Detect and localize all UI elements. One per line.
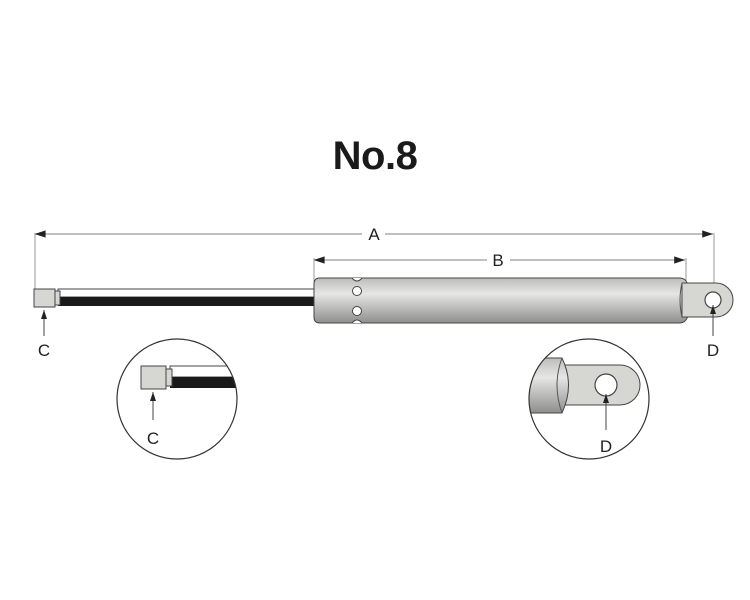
piston-rod — [53, 288, 317, 306]
model-title: No.8 — [332, 134, 418, 178]
cylinder-end-label: D — [707, 341, 719, 360]
detail-cylinder-end-label: D — [600, 437, 612, 456]
detail-rod-end-label: C — [147, 429, 159, 448]
dimension-a: A — [34, 225, 715, 300]
detail-rod-end: C — [116, 338, 238, 460]
cylinder-body — [313, 277, 691, 324]
detail-cylinder-end: D — [528, 338, 650, 460]
dimension-b: B — [313, 251, 687, 285]
rod-end-label: C — [38, 341, 50, 360]
rod-end-fitting — [33, 288, 56, 308]
eyelet-fitting — [679, 282, 734, 318]
dimension-b-label: B — [492, 251, 503, 270]
dimension-a-label: A — [368, 225, 380, 244]
